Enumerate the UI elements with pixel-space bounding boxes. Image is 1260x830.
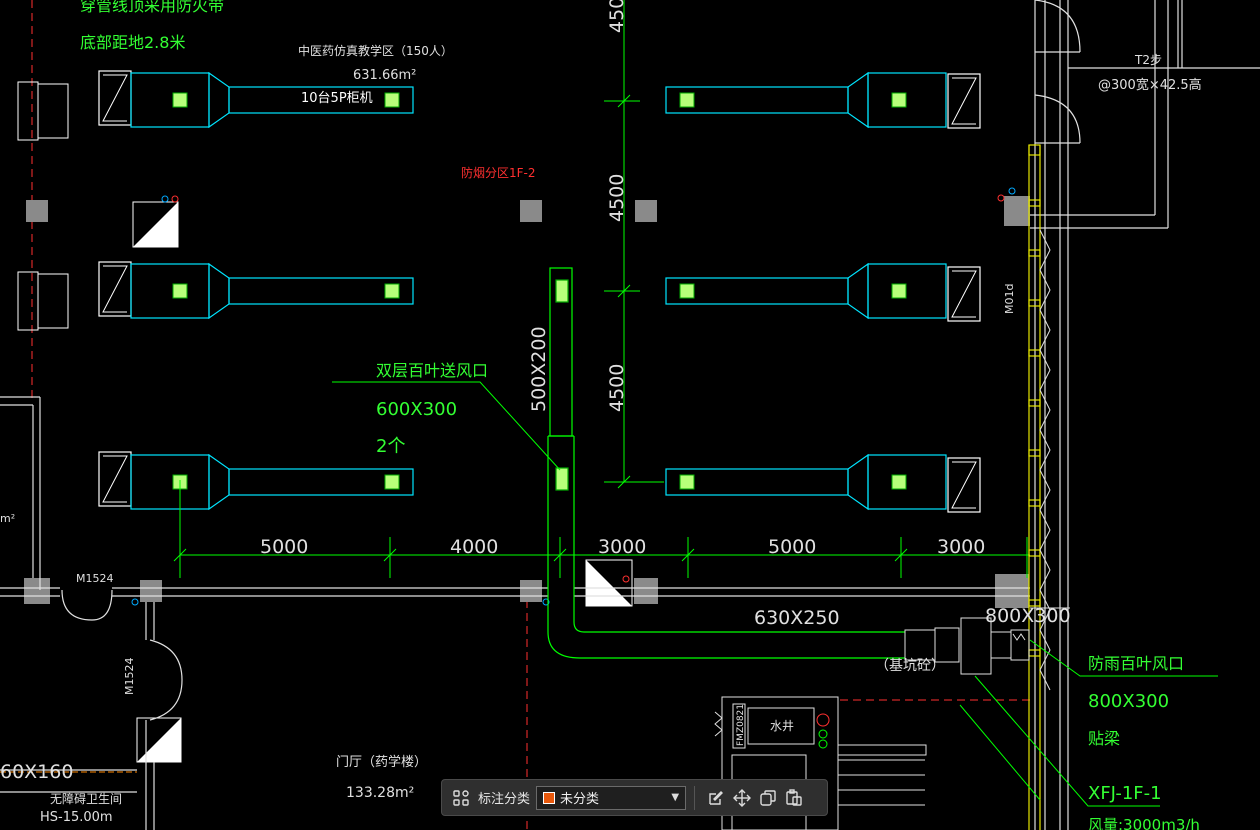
restroom-label: 无障碍卫生间 bbox=[50, 791, 122, 806]
annotation-toolbar: 标注分类 未分类 ▼ bbox=[441, 779, 828, 816]
ac-unit-right-2 bbox=[665, 262, 981, 322]
top-note-2: 底部距地2.8米 bbox=[80, 33, 185, 52]
left-dim: 60X160 bbox=[0, 761, 73, 783]
copy-icon[interactable] bbox=[755, 785, 781, 811]
fan-tag: XFJ-1F-1 bbox=[1088, 783, 1162, 804]
shaft-door: FMZ0821 bbox=[736, 704, 746, 746]
vert-dim-3: 4500 bbox=[606, 364, 628, 412]
door-label-right: M01d bbox=[1003, 284, 1016, 314]
top-note-1: 穿管线顶采用防火带 bbox=[80, 0, 224, 15]
edit-icon[interactable] bbox=[703, 785, 729, 811]
ac-unit-left-2 bbox=[98, 261, 414, 320]
horiz-dim-4: 5000 bbox=[768, 536, 816, 558]
diffuser-qty: 2个 bbox=[376, 436, 405, 457]
shaft-label: 水井 bbox=[770, 719, 794, 733]
annotation-category-select[interactable]: 未分类 ▼ bbox=[536, 785, 687, 810]
ac-unit-right-3 bbox=[665, 453, 981, 513]
annotation-category-label: 标注分类 bbox=[478, 792, 531, 807]
grid-icon[interactable] bbox=[448, 785, 474, 811]
door-label-1: M1524 bbox=[76, 572, 114, 585]
restroom-code: HS-15.00m bbox=[40, 810, 113, 825]
category-selected-value: 未分类 bbox=[560, 792, 600, 807]
horiz-dim-3: 3000 bbox=[598, 536, 646, 558]
lobby-name: 门厅（药学楼） bbox=[336, 754, 427, 770]
vert-dim-2: 4500 bbox=[606, 174, 628, 222]
paste-icon[interactable] bbox=[781, 785, 807, 811]
vert-dim-1: 4500 bbox=[606, 0, 628, 33]
ac-unit-left-1 bbox=[98, 70, 414, 129]
left-edge-unit: m² bbox=[0, 512, 15, 525]
window-strip bbox=[1028, 144, 1041, 830]
unit-label: 10台5P柜机 bbox=[301, 91, 373, 106]
end-duct-size: 800X300 bbox=[985, 605, 1071, 627]
chevron-down-icon: ▼ bbox=[671, 792, 680, 803]
structural-columns bbox=[24, 196, 1030, 608]
ac-unit-left-3 bbox=[98, 451, 414, 511]
horiz-dim-1: 5000 bbox=[260, 536, 308, 558]
louver-note: 贴梁 bbox=[1088, 729, 1120, 748]
fan-flow: 风量:3000m3/h bbox=[1088, 816, 1200, 830]
room-name: 中医药仿真教学区（150人） bbox=[298, 43, 453, 58]
main-duct-size: 630X250 bbox=[754, 607, 840, 629]
zone-label: 防烟分区1F-2 bbox=[461, 165, 536, 180]
vertical-dimension bbox=[604, 0, 664, 489]
base-note: （基坑砼） bbox=[875, 657, 945, 674]
ac-unit-right-1 bbox=[665, 71, 981, 129]
riser-duct bbox=[547, 267, 905, 659]
louver-label: 防雨百叶风口 bbox=[1088, 654, 1184, 673]
move-icon[interactable] bbox=[729, 785, 755, 811]
horiz-dim-2: 4000 bbox=[450, 536, 498, 558]
diffuser-label: 双层百叶送风口 bbox=[376, 361, 488, 380]
stair-label: T2步 bbox=[1134, 53, 1162, 67]
riser-duct-size: 500X200 bbox=[528, 326, 550, 412]
door-label-2: M1524 bbox=[123, 658, 136, 696]
horizontal-dimension bbox=[173, 480, 1030, 578]
riser-symbol bbox=[131, 187, 1016, 763]
stair-spec: @300宽×42.5高 bbox=[1098, 77, 1202, 93]
horiz-dim-5: 3000 bbox=[937, 536, 985, 558]
toolbar-divider bbox=[694, 785, 696, 810]
room-area: 631.66m² bbox=[353, 68, 416, 83]
exhaust-fan bbox=[904, 617, 1030, 675]
ac-unit-edge-left bbox=[17, 81, 69, 331]
diffuser-size: 600X300 bbox=[376, 399, 457, 420]
lobby-area: 133.28m² bbox=[346, 785, 414, 801]
category-color-swatch bbox=[543, 791, 556, 804]
louver-size: 800X300 bbox=[1088, 691, 1169, 712]
